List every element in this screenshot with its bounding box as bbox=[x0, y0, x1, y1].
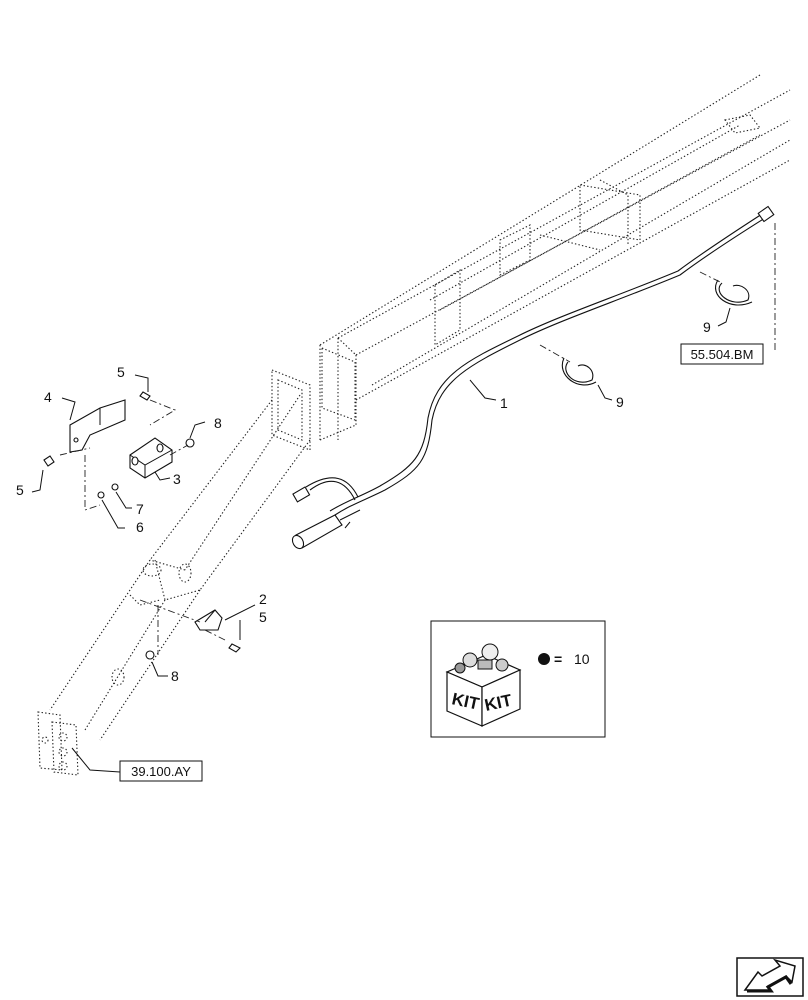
kit-legend-equals: = bbox=[554, 651, 562, 667]
kit-legend-number: 10 bbox=[574, 651, 590, 667]
callout-5-left: 5 bbox=[16, 482, 24, 498]
ref-label-boom[interactable]: 55.504.BM bbox=[691, 347, 754, 362]
callout-3: 3 bbox=[173, 471, 181, 487]
callout-7: 7 bbox=[136, 501, 144, 517]
ref-label-arm[interactable]: 39.100.AY bbox=[131, 764, 191, 779]
kit-bullet-icon bbox=[538, 653, 550, 665]
callout-9-upper: 9 bbox=[703, 319, 711, 335]
boom-structure bbox=[37, 74, 791, 776]
callout-1: 1 bbox=[500, 395, 508, 411]
wiring-harness bbox=[291, 205, 775, 550]
ref-box-arm[interactable]: 39.100.AY bbox=[119, 760, 203, 782]
ref-box-boom[interactable]: 55.504.BM bbox=[680, 343, 764, 365]
callout-2: 2 bbox=[259, 591, 267, 607]
callout-5-top: 5 bbox=[117, 364, 125, 380]
kit-legend: KIT KIT = 10 bbox=[430, 620, 606, 738]
callout-9-lower: 9 bbox=[616, 394, 624, 410]
leader-lines bbox=[31, 307, 731, 773]
callout-5-bottom: 5 bbox=[259, 609, 267, 625]
next-page-arrow-icon[interactable] bbox=[736, 957, 804, 997]
callout-8-bottom: 8 bbox=[171, 668, 179, 684]
bracket-assembly bbox=[43, 223, 776, 660]
callout-6: 6 bbox=[136, 519, 144, 535]
callout-8-top: 8 bbox=[214, 415, 222, 431]
kit-box-icon: KIT KIT bbox=[445, 643, 522, 727]
callout-4: 4 bbox=[44, 389, 52, 405]
